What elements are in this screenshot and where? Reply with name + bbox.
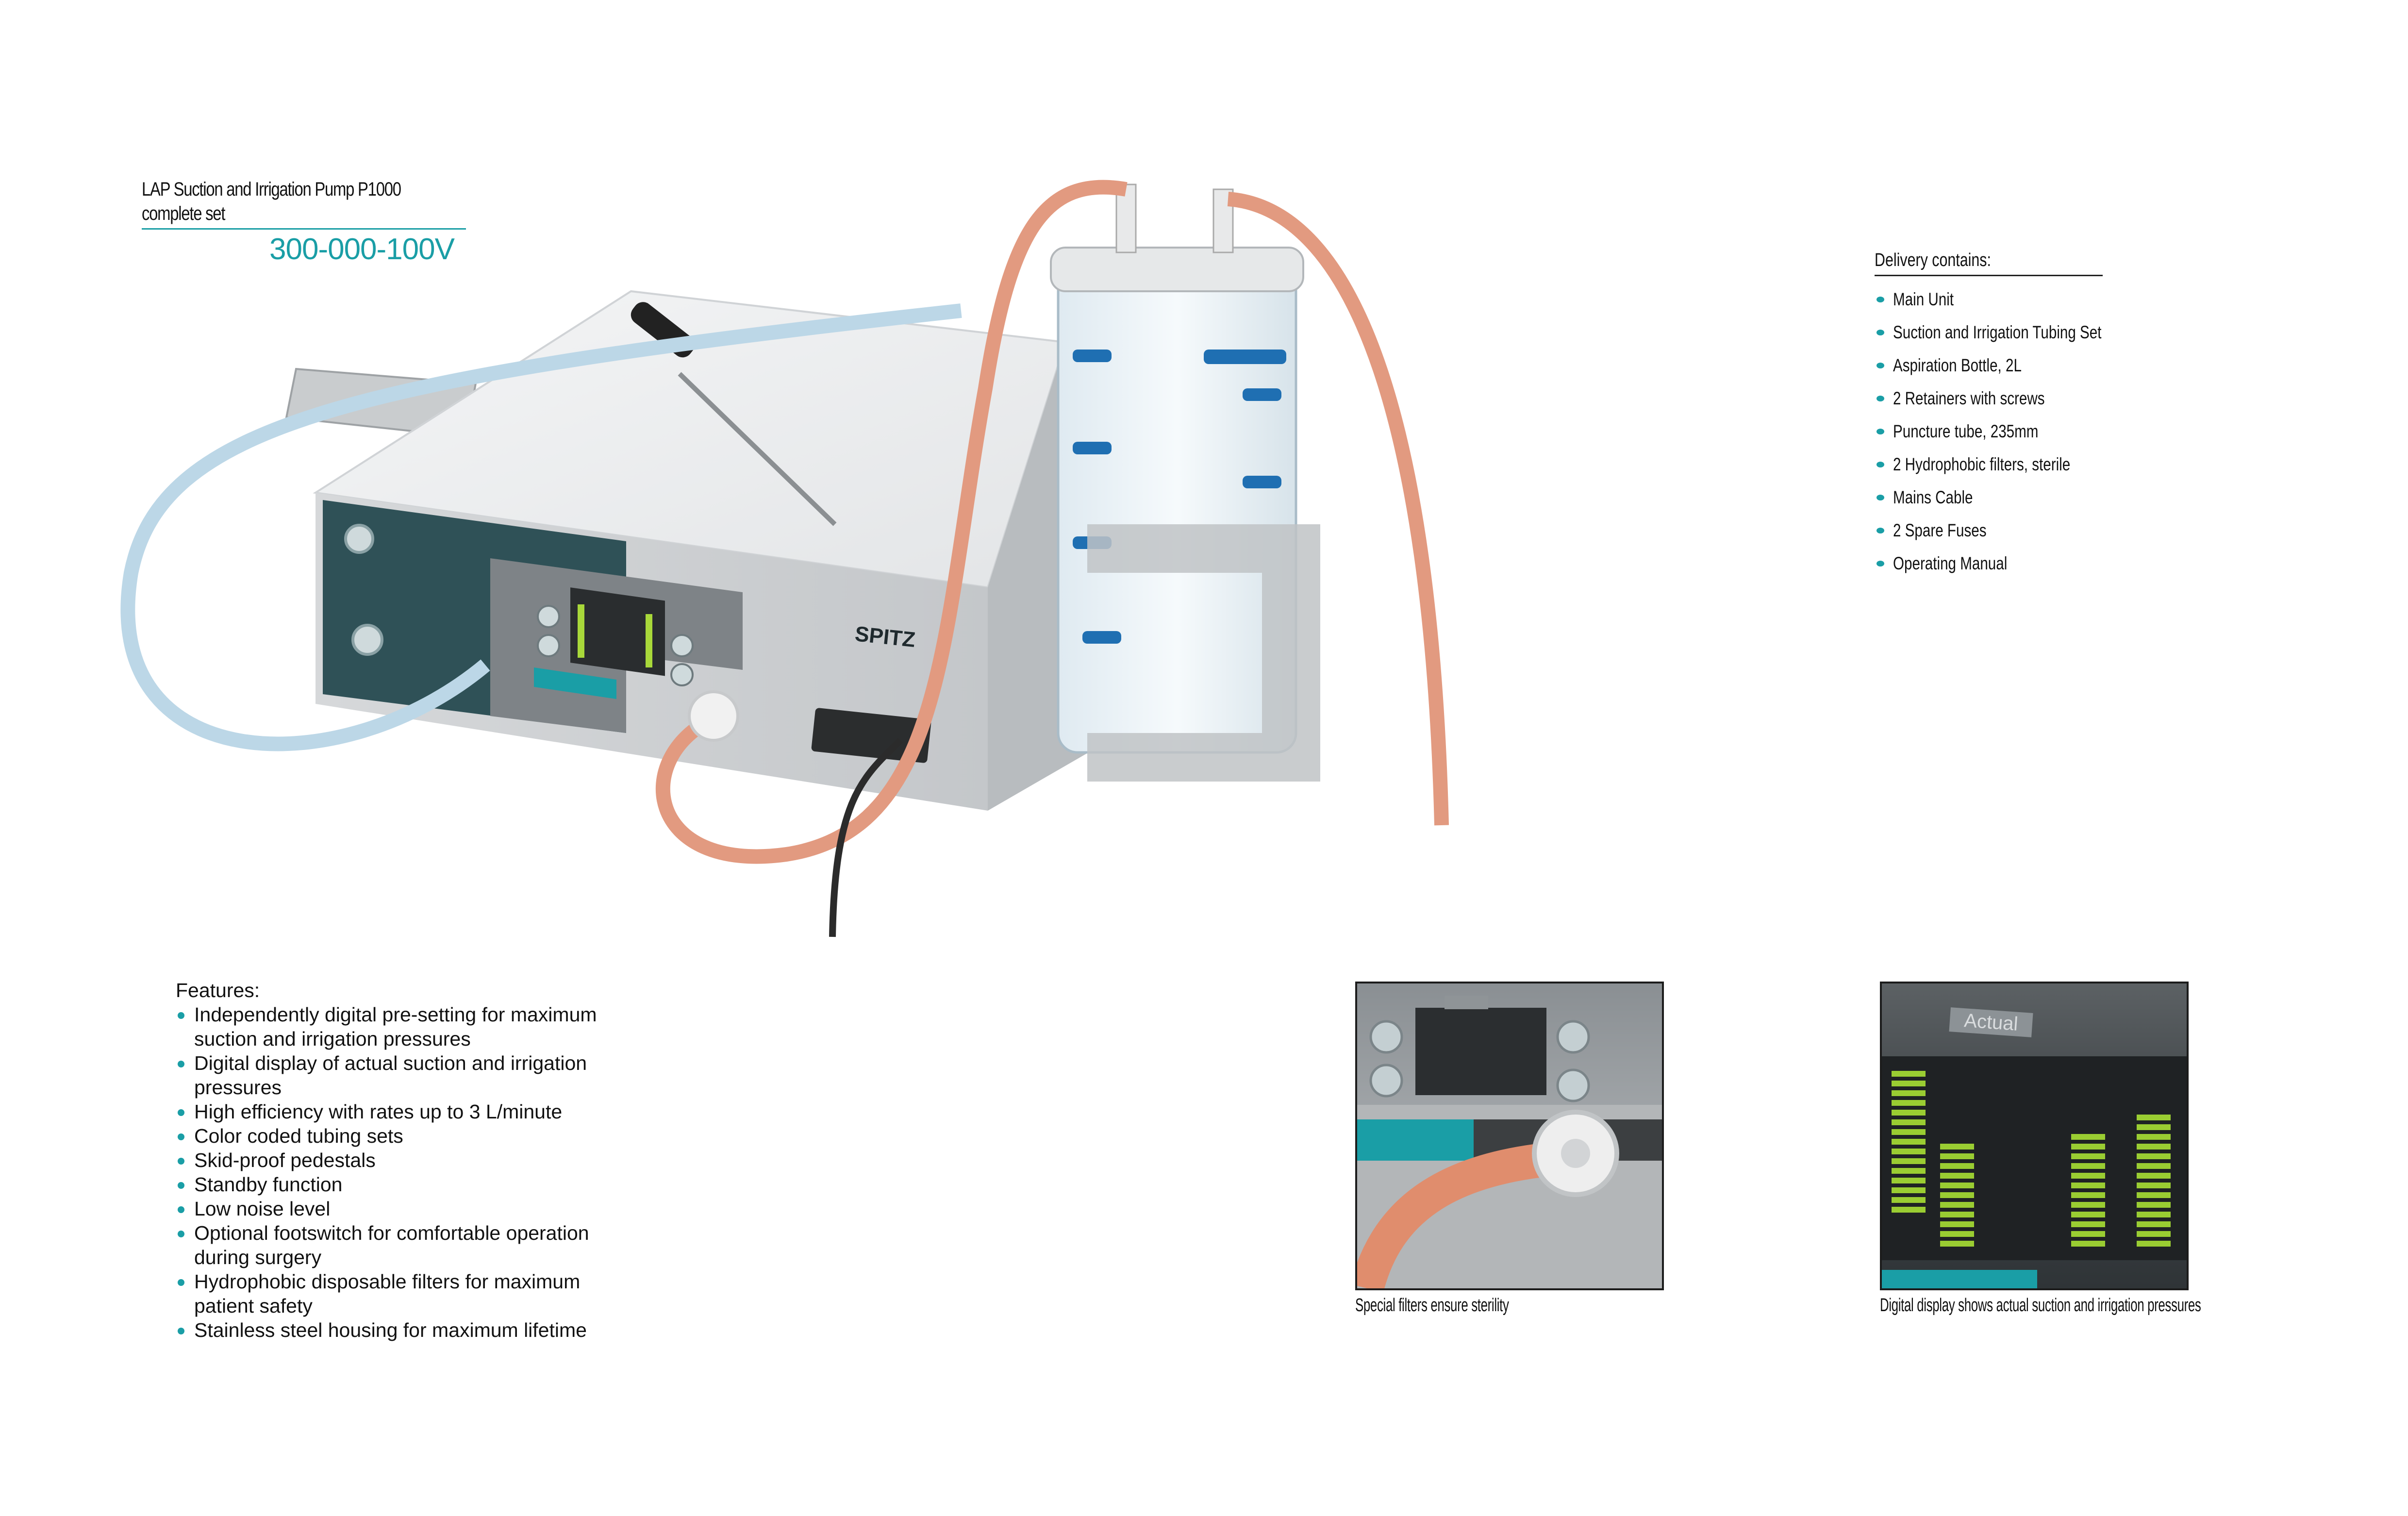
suction-tube-outlet (1227, 192, 1449, 826)
bullet-icon (178, 1012, 184, 1019)
start-stop-button (344, 524, 374, 554)
aspiration-bottle (1057, 270, 1297, 754)
list-item: Mains Cable (1875, 481, 2154, 514)
list-item: Color coded tubing sets (176, 1124, 631, 1148)
footswitch-cable (829, 738, 903, 937)
delivery-divider (1875, 275, 2103, 276)
bullet-icon (178, 1109, 184, 1116)
list-item: Puncture tube, 235mm (1875, 415, 2154, 448)
bullet-icon (1877, 396, 1884, 401)
bullet-icon (178, 1231, 184, 1237)
bullet-icon (178, 1133, 184, 1140)
list-item: Stainless steel housing for maximum life… (176, 1318, 631, 1342)
display-photo-caption: Digital display shows actual suction and… (1880, 1295, 2201, 1316)
bullet-icon (178, 1328, 184, 1334)
list-item: Optional footswitch for comfortable oper… (176, 1221, 631, 1269)
product-title: LAP Suction and Irrigation Pump P1000 (142, 179, 401, 200)
list-item: Operating Manual (1875, 547, 2154, 580)
bullet-icon (1877, 528, 1884, 533)
bullet-icon (178, 1158, 184, 1165)
bullet-icon (1877, 561, 1884, 566)
list-item: Skid-proof pedestals (176, 1148, 631, 1172)
features-list: Features: Independently digital pre-sett… (176, 978, 631, 1342)
bullet-icon (178, 1279, 184, 1286)
display-detail-photo: Actual (1880, 982, 2189, 1290)
power-button (351, 624, 383, 656)
led-bar-irrigation-actual (1940, 1144, 1974, 1250)
list-item: Low noise level (176, 1197, 631, 1221)
irrigation-tube (120, 303, 962, 751)
delivery-contents: Delivery contains: Main Unit Suction and… (1875, 250, 2154, 580)
filter-detail-photo (1355, 982, 1664, 1290)
list-item: 2 Hydrophobic filters, sterile (1875, 448, 2154, 481)
hydrophobic-filter (688, 690, 739, 742)
filter-photo-caption: Special filters ensure sterility (1355, 1295, 1509, 1316)
footswitch-port (811, 708, 931, 763)
led-bar-suction-set (2137, 1115, 2171, 1250)
led-display (1882, 1056, 2187, 1260)
delivery-heading: Delivery contains: (1875, 250, 1991, 270)
features-heading: Features: (176, 979, 260, 1001)
irrigation-strip (1882, 1270, 2037, 1288)
list-item: Independently digital pre-setting for ma… (176, 1002, 631, 1051)
list-item: 2 Spare Fuses (1875, 514, 2154, 547)
list-item: Hydrophobic disposable filters for maxim… (176, 1269, 631, 1318)
bullet-icon (1877, 330, 1884, 335)
bullet-icon (1877, 495, 1884, 500)
list-item: High efficiency with rates up to 3 L/min… (176, 1100, 631, 1124)
list-item: Digital display of actual suction and ir… (176, 1051, 631, 1100)
list-item: 2 Retainers with screws (1875, 382, 2154, 415)
part-number: 300-000-100V (269, 233, 455, 266)
list-item: Suction and Irrigation Tubing Set (1875, 316, 2154, 349)
list-item: Aspiration Bottle, 2L (1875, 349, 2154, 382)
led-bar-irrigation-set (1892, 1071, 1926, 1216)
bullet-icon (1877, 462, 1884, 467)
bullet-icon (1877, 363, 1884, 368)
filter-detail-illustration (1357, 996, 1662, 1288)
list-item: Main Unit (1875, 283, 2154, 316)
list-item: Standby function (176, 1172, 631, 1197)
bullet-icon (1877, 429, 1884, 434)
led-bar-suction-actual (2071, 1134, 2105, 1250)
display-label: Actual (1949, 1007, 2033, 1037)
bullet-icon (178, 1206, 184, 1213)
bullet-icon (1877, 297, 1884, 302)
led-bars (578, 604, 652, 667)
bullet-icon (178, 1061, 184, 1067)
suction-tube (655, 180, 1128, 864)
bottle-retainer (1087, 524, 1320, 782)
bullet-icon (178, 1182, 184, 1189)
title-divider (142, 228, 466, 230)
product-subtitle: complete set (142, 203, 225, 224)
